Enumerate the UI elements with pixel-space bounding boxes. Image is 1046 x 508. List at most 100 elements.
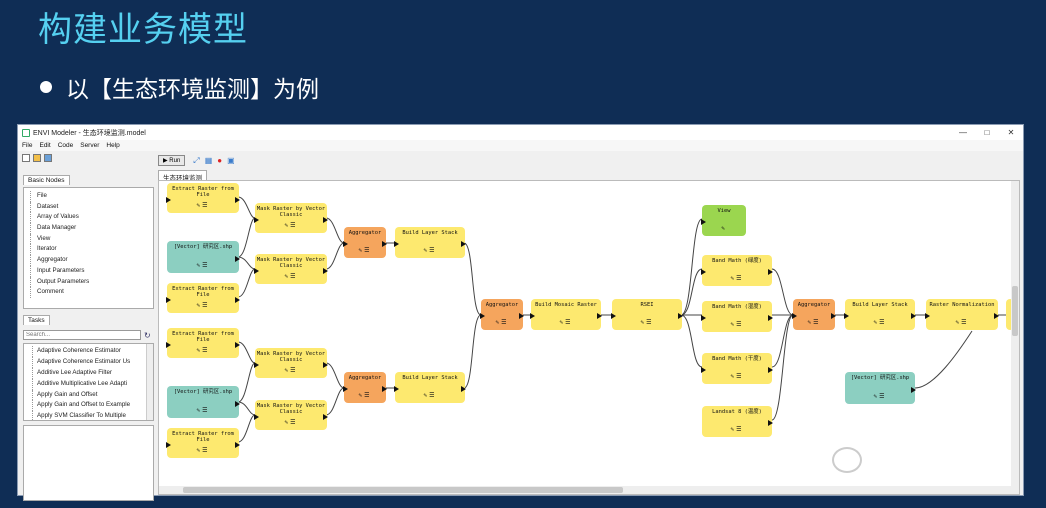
new-file-icon[interactable] <box>22 153 30 162</box>
record-icon[interactable]: ● <box>217 156 223 165</box>
node-build-layer-stack[interactable]: Build Layer Stack✎☰ <box>394 227 466 258</box>
output-port-icon[interactable] <box>519 313 524 319</box>
task-item[interactable]: Additive Lee Adaptive Filter <box>32 367 153 379</box>
tree-item-array-of-values[interactable]: Array of Values <box>30 212 153 224</box>
output-port-icon[interactable] <box>768 315 773 321</box>
tree-item-iterator[interactable]: Iterator <box>30 244 153 256</box>
output-port-icon[interactable] <box>235 297 240 303</box>
node-landsat8-temperature[interactable]: Landsat 8 (温度)✎☰ <box>702 406 773 437</box>
output-port-icon[interactable] <box>235 401 240 407</box>
layout-icon[interactable]: ▦ <box>204 156 213 165</box>
node-aggregator[interactable]: Aggregator✎☰ <box>343 227 387 258</box>
task-item[interactable]: Adaptive Coherence Estimator Us <box>32 356 153 368</box>
input-port-icon[interactable] <box>792 313 797 319</box>
tree-item-view[interactable]: View <box>30 233 153 245</box>
canvas-vertical-scrollbar[interactable] <box>1011 181 1019 488</box>
input-port-icon[interactable] <box>254 268 259 274</box>
tree-item-comment[interactable]: Comment <box>30 287 153 298</box>
input-port-icon[interactable] <box>701 367 706 373</box>
menu-server[interactable]: Server <box>80 142 100 149</box>
node-build-layer-stack[interactable]: Build Layer Stack✎☰ <box>394 372 466 403</box>
save-icon[interactable] <box>44 153 52 162</box>
node-rsei[interactable]: RSEI✎☰ <box>611 299 683 330</box>
input-port-icon[interactable] <box>611 313 616 319</box>
fit-icon[interactable]: ⤢ <box>193 155 200 165</box>
output-port-icon[interactable] <box>323 268 328 274</box>
input-port-icon[interactable] <box>343 241 348 247</box>
tab-model[interactable]: 生态环境监测 <box>158 170 207 183</box>
tree-item-input-parameters[interactable]: Input Parameters <box>30 265 153 277</box>
node-mask-raster[interactable]: Mask Raster by Vector Classic✎☰ <box>254 203 328 233</box>
task-item[interactable]: Apply SVM Classifier To Multiple <box>32 411 153 420</box>
node-build-layer-stack[interactable]: Build Layer Stack✎☰ <box>844 299 916 330</box>
output-port-icon[interactable] <box>323 217 328 223</box>
output-port-icon[interactable] <box>235 342 240 348</box>
input-port-icon[interactable] <box>254 414 259 420</box>
node-extract-raster[interactable]: Extract Raster from File✎☰ <box>166 328 240 358</box>
node-mask-raster[interactable]: Mask Raster by Vector Classic✎☰ <box>254 254 328 284</box>
input-port-icon[interactable] <box>701 315 706 321</box>
open-folder-icon[interactable] <box>33 153 41 162</box>
node-vector-study-area[interactable]: [Vector] 研究区.shp✎☰ <box>845 372 916 404</box>
output-port-icon[interactable] <box>382 386 387 392</box>
input-port-icon[interactable] <box>394 241 399 247</box>
node-view[interactable]: View✎ <box>701 205 746 236</box>
input-port-icon[interactable] <box>166 297 171 303</box>
output-port-icon[interactable] <box>768 269 773 275</box>
task-item[interactable]: Additive Multiplicative Lee Adapti <box>32 378 153 390</box>
input-port-icon[interactable] <box>701 219 706 225</box>
node-band-math-wetness[interactable]: Band Math (湿度)✎☰ <box>701 301 773 332</box>
output-port-icon[interactable] <box>235 256 240 262</box>
close-icon[interactable]: ✕ <box>1007 128 1015 137</box>
tree-item-aggregator[interactable]: Aggregator <box>30 255 153 266</box>
node-vector-study-area[interactable]: [Vector] 研究区.shp✎☰ <box>167 386 240 418</box>
input-port-icon[interactable] <box>166 197 171 203</box>
node-extract-raster[interactable]: Extract Raster from File✎☰ <box>166 283 240 313</box>
model-canvas[interactable]: Extract Raster from File✎☰ [Vector] 研究区.… <box>158 180 1020 495</box>
minimize-icon[interactable]: — <box>959 128 967 137</box>
input-port-icon[interactable] <box>480 313 485 319</box>
output-port-icon[interactable] <box>323 414 328 420</box>
input-port-icon[interactable] <box>844 313 849 319</box>
node-aggregator[interactable]: Aggregator✎☰ <box>343 372 387 403</box>
search-input[interactable] <box>23 330 141 340</box>
node-aggregator[interactable]: Aggregator✎☰ <box>480 299 524 330</box>
task-item[interactable]: Adaptive Coherence Estimator <box>32 346 153 357</box>
task-item[interactable]: Apply Gain and Offset <box>32 389 153 401</box>
input-port-icon[interactable] <box>254 217 259 223</box>
tree-item-data-manager[interactable]: Data Manager <box>30 223 153 234</box>
node-extract-raster[interactable]: Extract Raster from File✎☰ <box>166 428 240 458</box>
node-extract-raster[interactable]: Extract Raster from File✎☰ <box>166 183 240 213</box>
input-port-icon[interactable] <box>343 386 348 392</box>
tree-item-file[interactable]: File <box>30 191 153 202</box>
node-band-math-dryness[interactable]: Band Math (干度)✎☰ <box>701 353 773 384</box>
node-mask-raster[interactable]: Mask Raster by Vector Classic✎☰ <box>254 400 328 430</box>
node-partial-next[interactable] <box>1006 299 1014 330</box>
input-port-icon[interactable] <box>701 269 706 275</box>
canvas-horizontal-scrollbar[interactable] <box>159 486 1019 494</box>
output-port-icon[interactable] <box>235 442 240 448</box>
output-port-icon[interactable] <box>597 313 602 319</box>
tab-basic-nodes[interactable]: Basic Nodes <box>23 175 70 185</box>
tree-item-dataset[interactable]: Dataset <box>30 201 153 213</box>
menu-file[interactable]: File <box>22 142 33 149</box>
input-port-icon[interactable] <box>394 386 399 392</box>
menu-edit[interactable]: Edit <box>39 142 51 149</box>
node-mask-raster[interactable]: Mask Raster by Vector Classic✎☰ <box>254 348 328 378</box>
output-port-icon[interactable] <box>768 367 773 373</box>
image-icon[interactable]: ▣ <box>227 156 235 165</box>
output-port-icon[interactable] <box>235 197 240 203</box>
task-item[interactable]: Apply Gain and Offset to Example <box>32 400 153 412</box>
input-port-icon[interactable] <box>530 313 535 319</box>
output-port-icon[interactable] <box>323 362 328 368</box>
node-band-math-greenness[interactable]: Band Math (绿度)✎☰ <box>701 255 773 286</box>
maximize-icon[interactable]: □ <box>984 128 990 137</box>
horizontal-scroll-thumb[interactable] <box>183 487 623 493</box>
input-port-icon[interactable] <box>254 362 259 368</box>
node-aggregator[interactable]: Aggregator✎☰ <box>792 299 836 330</box>
menu-code[interactable]: Code <box>57 142 74 149</box>
output-port-icon[interactable] <box>768 420 773 426</box>
tree-item-output-parameters[interactable]: Output Parameters <box>30 276 153 288</box>
output-port-icon[interactable] <box>831 313 836 319</box>
output-port-icon[interactable] <box>911 387 916 393</box>
